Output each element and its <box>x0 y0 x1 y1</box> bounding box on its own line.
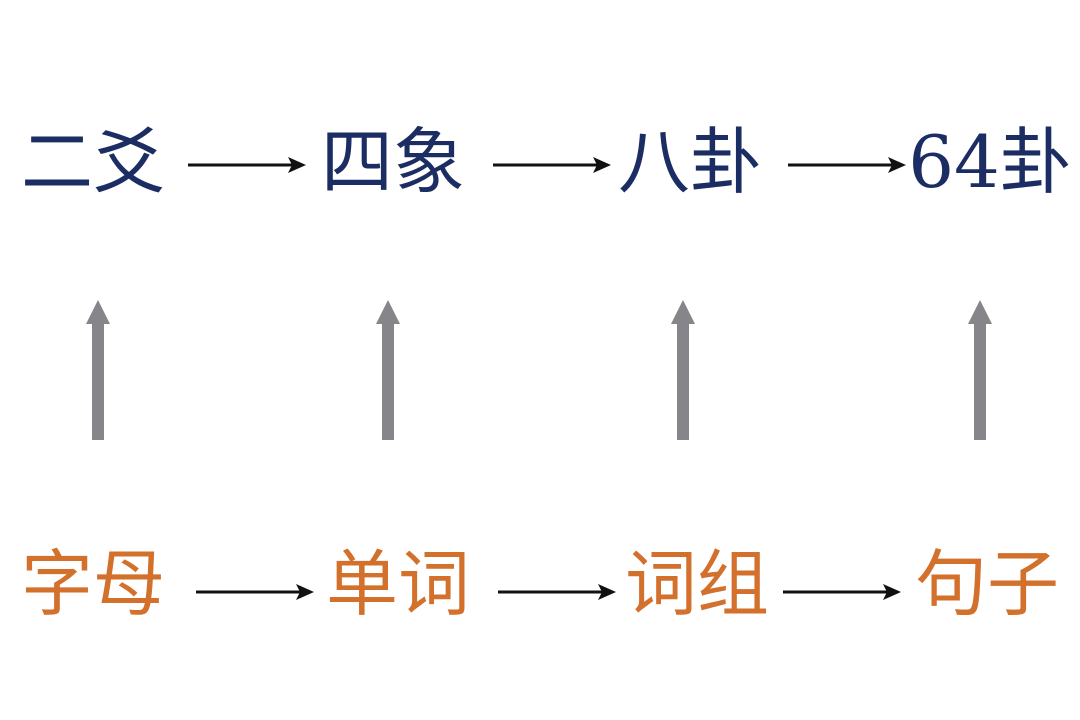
bottom-flow-arrow-2 <box>498 584 616 600</box>
bottom-term-1: 字母 <box>20 542 165 626</box>
up-arrow-4 <box>968 300 992 440</box>
bottom-term-4: 句子 <box>914 542 1059 626</box>
top-flow-arrow-3 <box>788 157 906 173</box>
up-arrow-2 <box>376 300 400 440</box>
up-arrow-3 <box>671 300 695 440</box>
bottom-flow-arrow-1 <box>196 584 314 600</box>
top-flow-arrow-1 <box>188 157 306 173</box>
bottom-term-3: 词组 <box>624 542 769 626</box>
bottom-flow-arrow-3 <box>783 584 901 600</box>
up-arrow-1 <box>86 300 110 440</box>
top-term-3: 八卦 <box>617 120 762 204</box>
top-term-2: 四象 <box>320 120 465 204</box>
bottom-term-2: 单词 <box>325 542 470 626</box>
top-term-1: 二爻 <box>20 120 165 204</box>
top-term-4: 64卦 <box>908 120 1072 204</box>
top-flow-arrow-2 <box>493 157 611 173</box>
